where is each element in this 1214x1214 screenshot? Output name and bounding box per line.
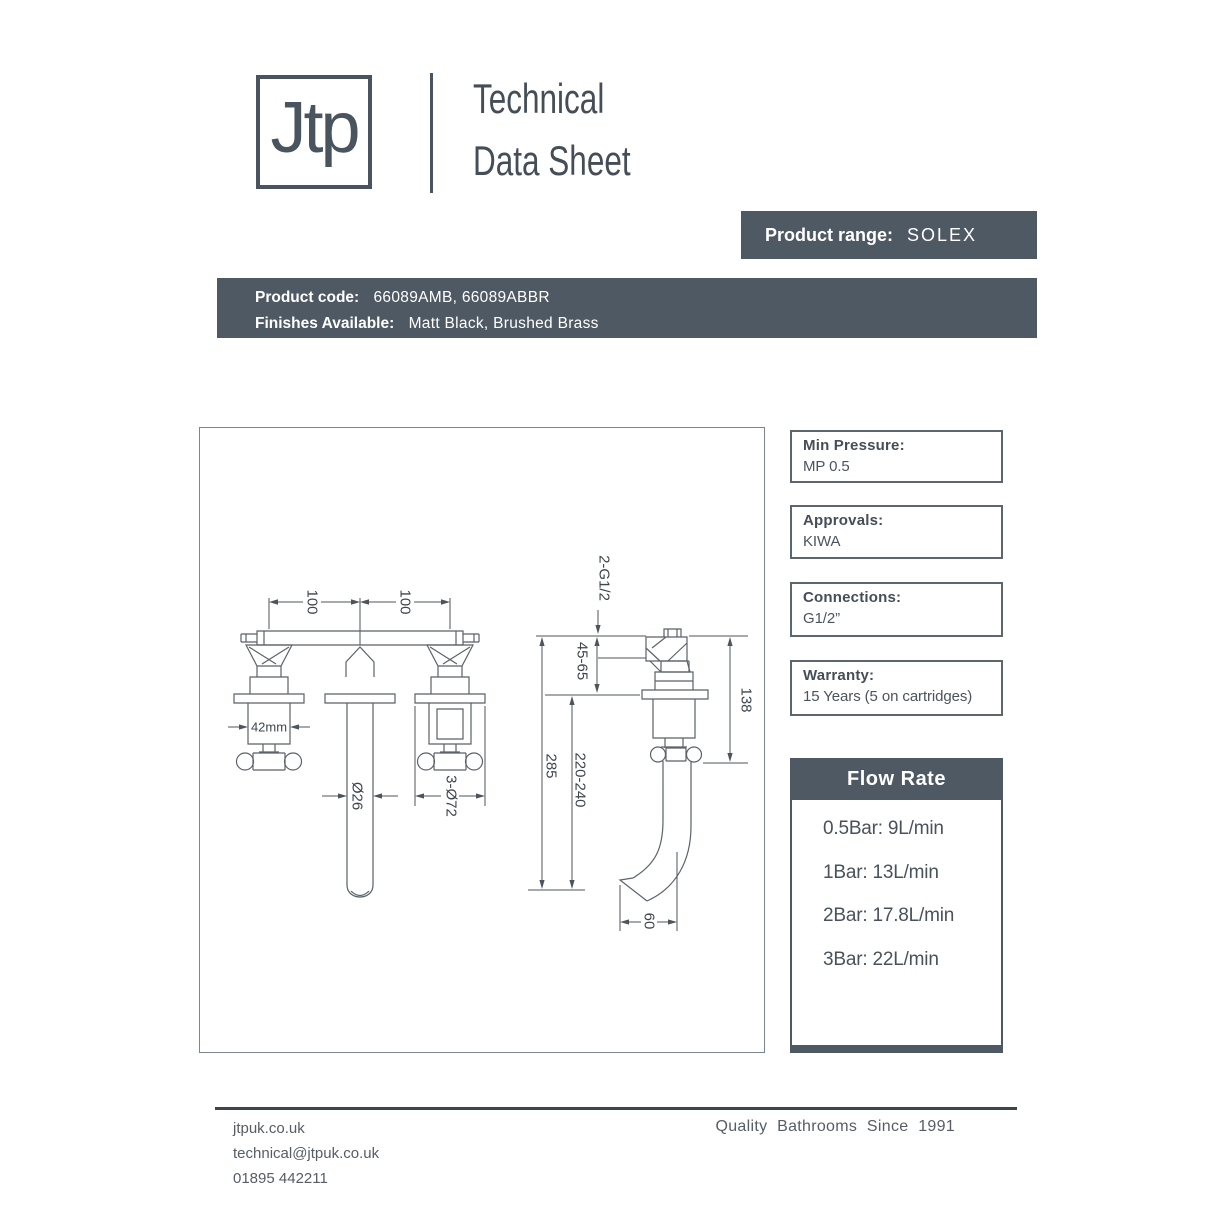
dim-spout-height-range: 220-240 xyxy=(572,752,589,807)
approvals-label: Approvals: xyxy=(803,512,884,529)
flow-rate-box: Flow Rate 0.5Bar: 9L/min 1Bar: 13L/min 2… xyxy=(790,758,1003,1053)
flow-rate-rows: 0.5Bar: 9L/min 1Bar: 13L/min 2Bar: 17.8L… xyxy=(792,800,1001,971)
front-view: 100 100 42mm Ø26 xyxy=(228,589,486,898)
footer-rule xyxy=(215,1107,1017,1110)
page-title-line2: Data Sheet xyxy=(473,137,631,184)
warranty-label: Warranty: xyxy=(803,667,875,684)
product-range-label: Product range: xyxy=(765,224,894,245)
page-title-line1: Technical xyxy=(473,75,605,122)
flow-rate-title: Flow Rate xyxy=(792,758,1001,800)
connections-value: G1/2” xyxy=(803,610,841,627)
flow-rate-bottom-bar xyxy=(792,1045,1001,1053)
footer-contact: jtpuk.co.uk technical@jtpuk.co.uk 01895 … xyxy=(233,1116,379,1191)
dim-spout-diameter: Ø26 xyxy=(349,782,366,810)
min-pressure-label: Min Pressure: xyxy=(803,437,905,454)
finishes-row: Finishes Available: Matt Black, Brushed … xyxy=(255,311,1037,337)
technical-drawing-frame xyxy=(199,427,765,1053)
dim-spacing-right: 100 xyxy=(397,589,414,614)
warranty-value: 15 Years (5 on cartridges) xyxy=(803,688,973,705)
footer-tagline: Quality Bathrooms Since 1991 xyxy=(715,1118,955,1135)
dim-inlet: 2-G1/2 xyxy=(596,555,613,601)
product-code-row: Product code: 66089AMB, 66089ABBR xyxy=(255,285,1037,311)
dim-wall-depth: 45-65 xyxy=(574,642,591,680)
connections-box: Connections: G1/2” xyxy=(790,582,1003,637)
flow-rate-row-05bar: 0.5Bar: 9L/min xyxy=(823,818,944,839)
connections-label: Connections: xyxy=(803,589,902,606)
footer-website: jtpuk.co.uk xyxy=(233,1120,305,1137)
approvals-box: Approvals: KIWA xyxy=(790,505,1003,559)
finishes-label: Finishes Available: xyxy=(255,315,395,332)
flow-rate-row-1bar: 1Bar: 13L/min xyxy=(823,861,939,883)
jtp-logo: Jtp xyxy=(256,75,372,189)
finishes-value: Matt Black, Brushed Brass xyxy=(408,315,599,332)
footer-email: technical@jtpuk.co.uk xyxy=(233,1145,380,1162)
product-info-banner: Product code: 66089AMB, 66089ABBR Finish… xyxy=(217,278,1037,338)
dim-spout-tip: 60 xyxy=(641,913,658,930)
product-code-value: 66089AMB, 66089ABBR xyxy=(373,289,550,306)
approvals-value: KIWA xyxy=(803,533,841,550)
footer-phone: 01895 442211 xyxy=(233,1170,328,1187)
dim-spacing-left: 100 xyxy=(304,589,321,614)
side-view: 2-G1/2 45-65 285 220-240 138 xyxy=(528,555,755,931)
dim-total-height: 285 xyxy=(543,753,560,778)
technical-drawing: 100 100 42mm Ø26 xyxy=(228,555,755,931)
product-range-value: SOLEX xyxy=(907,224,978,245)
dim-handle-width: 42mm xyxy=(251,720,287,735)
dim-height: 138 xyxy=(738,687,755,712)
flow-rate-row-3bar: 3Bar: 22L/min xyxy=(823,948,939,970)
product-code-label: Product code: xyxy=(255,289,360,306)
warranty-box: Warranty: 15 Years (5 on cartridges) xyxy=(790,660,1003,716)
min-pressure-value: MP 0.5 xyxy=(803,458,850,475)
flow-rate-row-2bar: 2Bar: 17.8L/min xyxy=(823,905,955,926)
dim-flange-diameter: 3-Ø72 xyxy=(443,775,460,817)
header-divider xyxy=(430,73,433,193)
product-range-banner: Product range: SOLEX xyxy=(741,211,1037,259)
jtp-logo-text: Jtp xyxy=(270,88,360,168)
min-pressure-box: Min Pressure: MP 0.5 xyxy=(790,430,1003,483)
page-title: Technical Data Sheet xyxy=(473,68,683,192)
